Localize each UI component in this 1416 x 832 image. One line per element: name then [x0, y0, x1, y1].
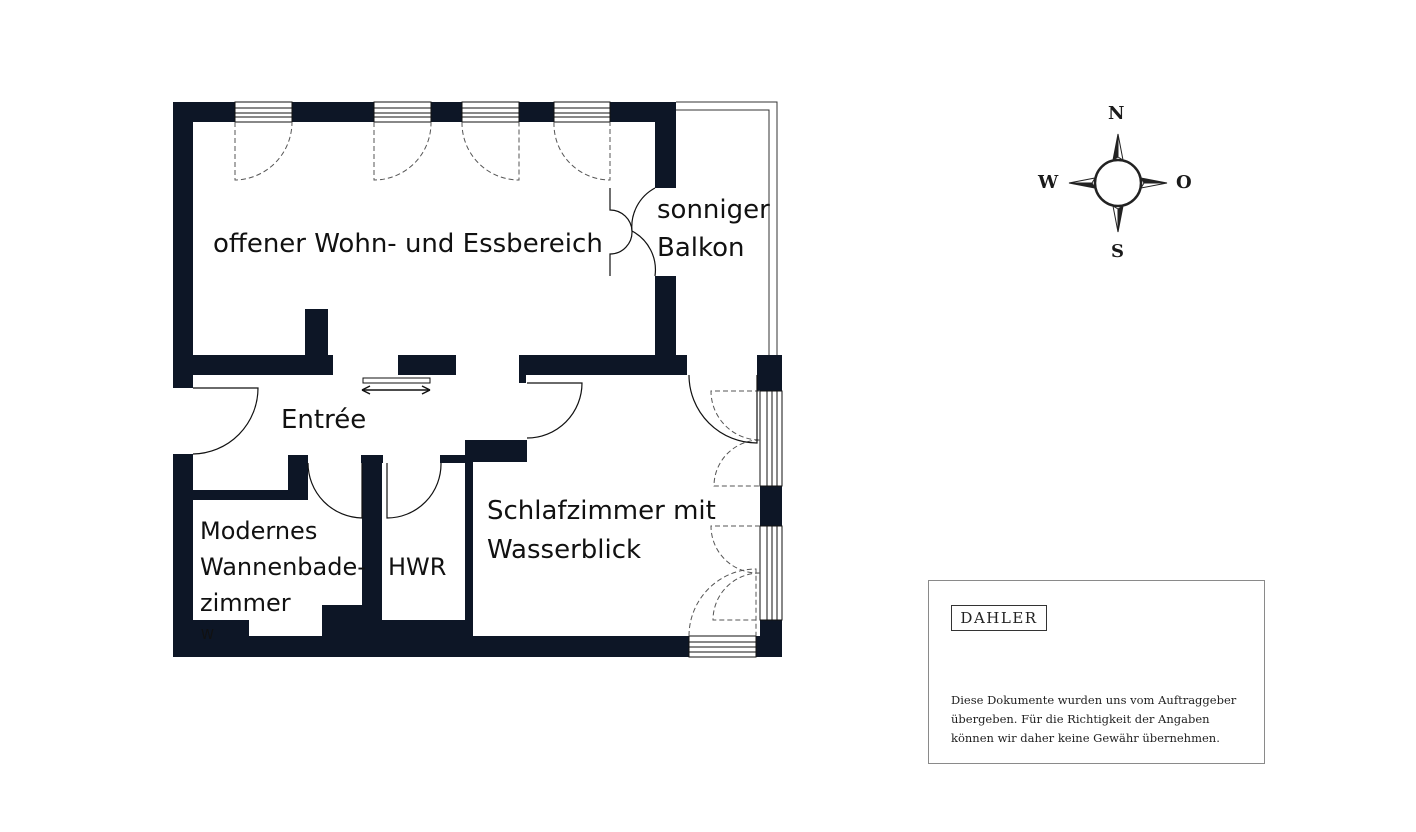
wall-stub [305, 309, 328, 375]
wall-bath-bottom [193, 620, 249, 636]
wall-bottom-1 [173, 636, 689, 657]
windows [234, 101, 783, 658]
dahler-logo: DAHLER [951, 605, 1047, 631]
disclaimer-box: DAHLER Diese Dokumente wurden uns vom Au… [928, 580, 1265, 764]
room-label-living: offener Wohn- und Essbereich [213, 229, 603, 259]
wall-mid-1 [173, 355, 333, 375]
wall-entree-bottom-seg2 [288, 455, 308, 463]
sliding-door [361, 377, 431, 395]
wall-entree-seg-top [361, 455, 383, 463]
window-swing-3 [461, 121, 520, 181]
room-label-entree: Entrée [281, 405, 367, 435]
compass-north: N [1108, 103, 1125, 124]
room-label-balcony-1: sonniger [657, 195, 770, 225]
room-label-bath-1: Modernes [200, 517, 318, 545]
window-top-3 [461, 101, 520, 123]
walls [173, 102, 782, 657]
wall-mid-3 [398, 355, 418, 375]
room-label-bedroom-1: Schlafzimmer mit [487, 496, 716, 526]
window-top-4 [553, 101, 611, 123]
compass-south: S [1111, 241, 1124, 262]
wall-entree-bottom-left [193, 490, 289, 500]
wall-hwr-bottom [372, 620, 473, 636]
wall-entree-right-lower [465, 440, 527, 462]
window-swing-4 [553, 121, 611, 181]
door-balcony [631, 187, 657, 277]
compass-rose-icon [1068, 133, 1168, 233]
door-swings [192, 187, 758, 519]
window-swing-right-4 [712, 572, 761, 621]
wall-hwr-left [372, 455, 382, 636]
window-top-2 [373, 101, 432, 123]
wall-left-upper [173, 102, 193, 388]
wall-entree-seg-top2 [440, 455, 473, 463]
room-label-balcony-2: Balkon [657, 233, 745, 263]
window-swing-right-2 [713, 439, 761, 487]
wall-bath-right [362, 455, 372, 620]
room-label-wc: W [201, 628, 214, 643]
window-top-1 [234, 101, 293, 123]
wall-left-lower [173, 454, 193, 657]
wall-mid-4 [519, 355, 687, 375]
wall-right-2 [760, 486, 782, 526]
compass-east: O [1176, 172, 1192, 193]
compass-west: W [1038, 172, 1059, 193]
wall-top-3 [431, 102, 462, 122]
window-swings [234, 121, 761, 637]
room-label-bath-3: zimmer [200, 589, 291, 617]
wall-top-2 [292, 102, 374, 122]
window-swing-right-3 [710, 525, 761, 574]
door-bedroom [526, 382, 583, 439]
window-swing-2 [373, 121, 432, 181]
wall-living-right-upper [655, 102, 676, 188]
window-swing-1 [234, 121, 293, 181]
door-balcony-b [609, 188, 633, 276]
balcony-railing [676, 101, 778, 355]
wall-hwr-right [465, 455, 473, 636]
wall-entree-bottom-seg [288, 455, 308, 500]
window-right-2 [759, 525, 783, 621]
wall-bottom-2 [756, 636, 782, 657]
wall-living-right-lower [655, 276, 676, 356]
wall-bath-step [322, 605, 372, 636]
door-bath [307, 462, 363, 519]
wall-bed-top-stub [519, 375, 526, 383]
window-swing-right-1 [710, 390, 761, 441]
disclaimer-text: Diese Dokumente wurden uns vom Auftragge… [951, 693, 1237, 745]
door-entrance [192, 387, 259, 455]
wall-top-4 [519, 102, 554, 122]
room-label-hwr: HWR [388, 553, 447, 581]
door-bedroom-terrace [688, 374, 758, 444]
door-hwr [386, 462, 442, 519]
room-label-bedroom-2: Wasserblick [487, 535, 642, 565]
window-swing-bottom [688, 568, 757, 637]
window-right-1 [759, 390, 783, 487]
window-bottom [688, 635, 757, 658]
wall-right-1 [757, 355, 782, 391]
room-label-bath-2: Wannenbade- [200, 553, 366, 581]
